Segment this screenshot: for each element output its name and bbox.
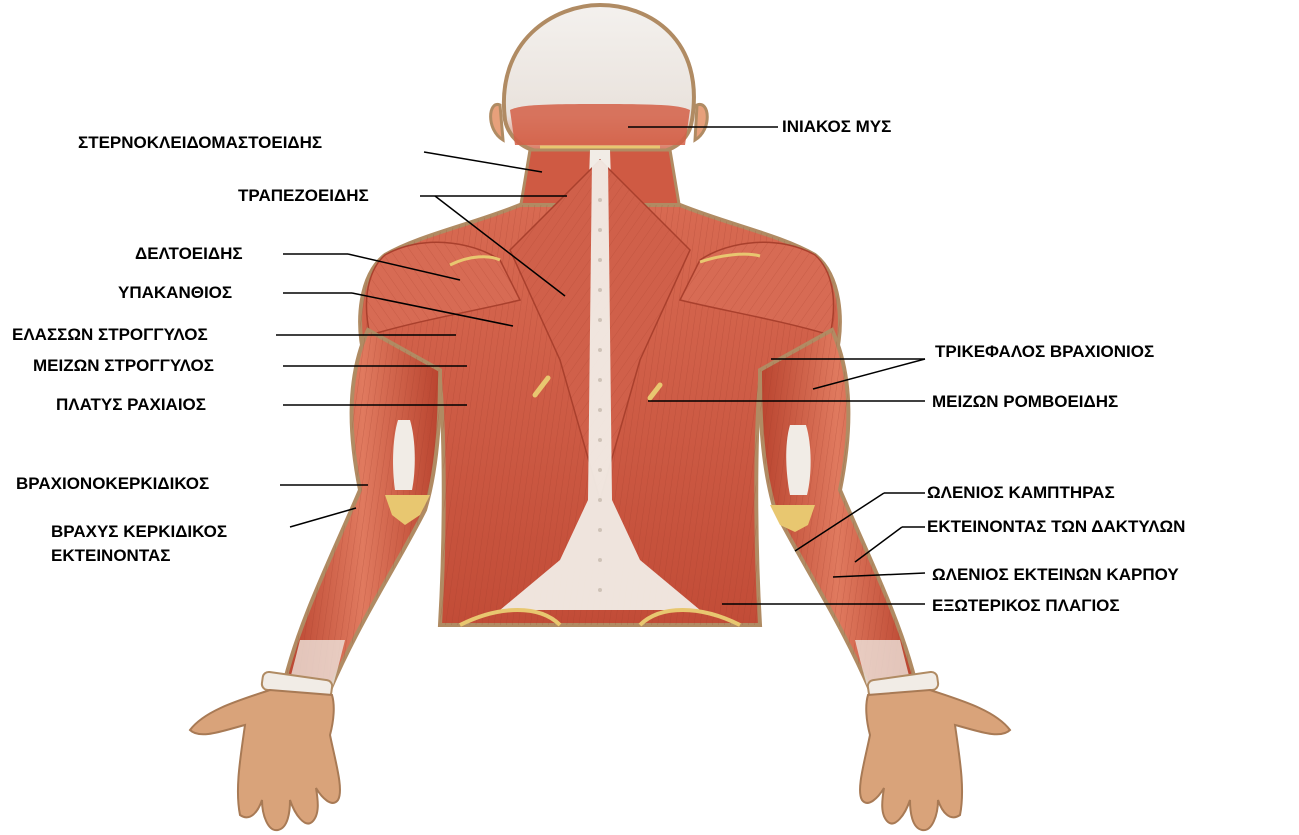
left-arm — [261, 330, 440, 699]
right-hand — [860, 690, 1010, 830]
label-extensor-digitorum: ΕΚΤΕΙΝΟΝΤΑΣ ΤΩΝ ΔΑΚΤΥΛΩΝ — [927, 517, 1185, 537]
label-ecrb-line2: ΕΚΤΕΙΝΟΝΤΑΣ — [51, 546, 170, 566]
label-rhomboid-major: ΜΕΙΖΩΝ ΡΟΜΒΟΕΙΔΗΣ — [932, 392, 1118, 412]
label-external-oblique: ΕΞΩΤΕΡΙΚΟΣ ΠΛΑΓΙΟΣ — [932, 596, 1120, 616]
label-teres-minor: ΕΛΑΣΣΩΝ ΣΤΡΟΓΓΥΛΟΣ — [12, 325, 208, 345]
head — [491, 5, 708, 152]
label-deltoid: ΔΕΛΤΟΕΙΔΗΣ — [135, 244, 243, 264]
label-ecrb-line1: ΒΡΑΧΥΣ ΚΕΡΚΙΔΙΚΟΣ — [51, 522, 227, 542]
right-arm — [760, 330, 939, 699]
leader-sternocleidomastoid — [424, 152, 542, 172]
label-triceps: ΤΡΙΚΕΦΑΛΟΣ ΒΡΑΧΙΟΝΙΟΣ — [935, 342, 1154, 362]
label-occipital: ΙΝΙΑΚΟΣ ΜΥΣ — [782, 117, 891, 137]
label-fcu: ΩΛΕΝΙΟΣ ΚΑΜΠΤΗΡΑΣ — [927, 483, 1115, 503]
label-trapezius: ΤΡΑΠΕΖΟΕΙΔΗΣ — [238, 186, 369, 206]
label-ecu: ΩΛΕΝΙΟΣ ΕΚΤΕΙΝΩΝ ΚΑΡΠΟΥ — [932, 565, 1179, 585]
label-latissimus: ΠΛΑΤΥΣ ΡΑΧΙΑΙΟΣ — [56, 395, 206, 415]
label-brachioradialis: ΒΡΑΧΙΟΝΟΚΕΡΚΙΔΙΚΟΣ — [16, 474, 209, 494]
left-hand — [190, 690, 340, 830]
label-infraspinatus: ΥΠΑΚΑΝΘΙΟΣ — [118, 283, 232, 303]
label-sternocleidomastoid: ΣΤΕΡΝΟΚΛΕΙΔΟΜΑΣΤΟΕΙΔΗΣ — [78, 133, 322, 153]
label-teres-major: ΜΕΙΖΩΝ ΣΤΡΟΓΓΥΛΟΣ — [33, 356, 214, 376]
